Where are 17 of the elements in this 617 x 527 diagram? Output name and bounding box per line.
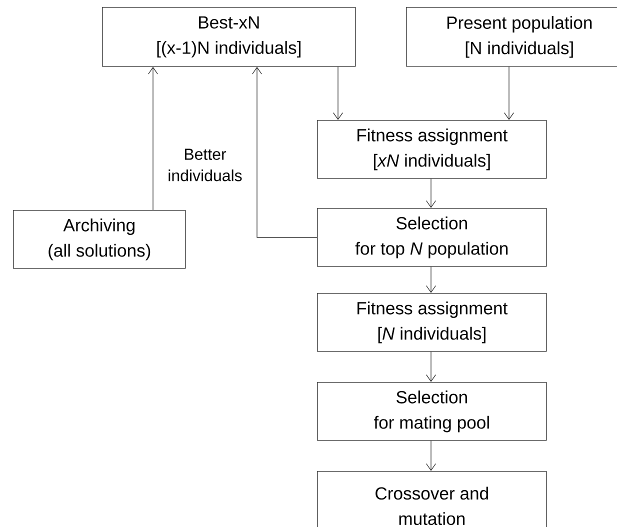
process-box: Crossover and mutation bbox=[317, 471, 547, 527]
process-box: Selection for mating pool bbox=[317, 382, 547, 441]
arrow bbox=[426, 440, 436, 471]
edge-label: Better individuals bbox=[157, 147, 253, 183]
arrow bbox=[148, 66, 158, 210]
process-box: Present population [N individuals] bbox=[406, 7, 617, 67]
process-box: Fitness assignment [xN individuals] bbox=[317, 120, 547, 179]
process-box: Selection for top N population bbox=[317, 208, 547, 267]
process-box: Best-xN [(x-1)N individuals] bbox=[102, 7, 356, 67]
arrow bbox=[426, 266, 436, 293]
arrow bbox=[426, 351, 436, 382]
arrow bbox=[252, 66, 318, 238]
arrow bbox=[333, 66, 343, 120]
arrow bbox=[426, 178, 436, 208]
process-box: Archiving (all solutions) bbox=[13, 210, 186, 269]
arrow bbox=[504, 66, 514, 120]
process-box: Fitness assignment [N individuals] bbox=[317, 293, 547, 352]
